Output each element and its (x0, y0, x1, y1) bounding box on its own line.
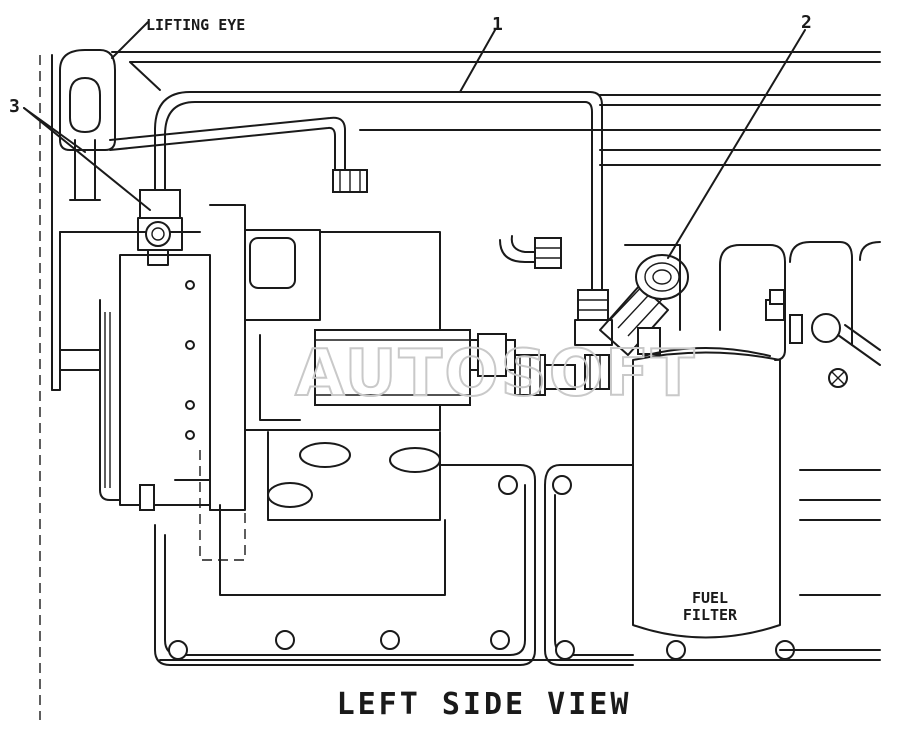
lifting-eye (59, 49, 116, 201)
callout-leaders (23, 21, 806, 259)
lifting-eye-label: LIFTING EYE (146, 16, 245, 34)
callout-2: 2 (801, 12, 812, 33)
view-title: LEFT SIDE VIEW (337, 687, 632, 722)
oil-pan-right (544, 464, 881, 666)
fuel-sensor-assembly (314, 329, 610, 406)
fuel-pump-housing (51, 189, 246, 511)
callout-1: 1 (492, 14, 503, 35)
callout-3: 3 (9, 96, 20, 117)
engine-block-outline (39, 51, 881, 720)
valve-cover (174, 431, 446, 596)
fuel-filter-base-fitting (574, 244, 689, 356)
watermark-text: AUTOSOFT (295, 337, 696, 411)
right-fuel-fitting (765, 289, 881, 366)
fuel-line-tube (109, 91, 603, 291)
center-housing (244, 229, 441, 431)
fuel-filter-label-line2: FILTER (683, 606, 738, 624)
oil-pan-left (154, 464, 536, 666)
fuel-filter-canister (632, 347, 781, 639)
fuel-filter-label-line1: FUEL (692, 589, 728, 607)
